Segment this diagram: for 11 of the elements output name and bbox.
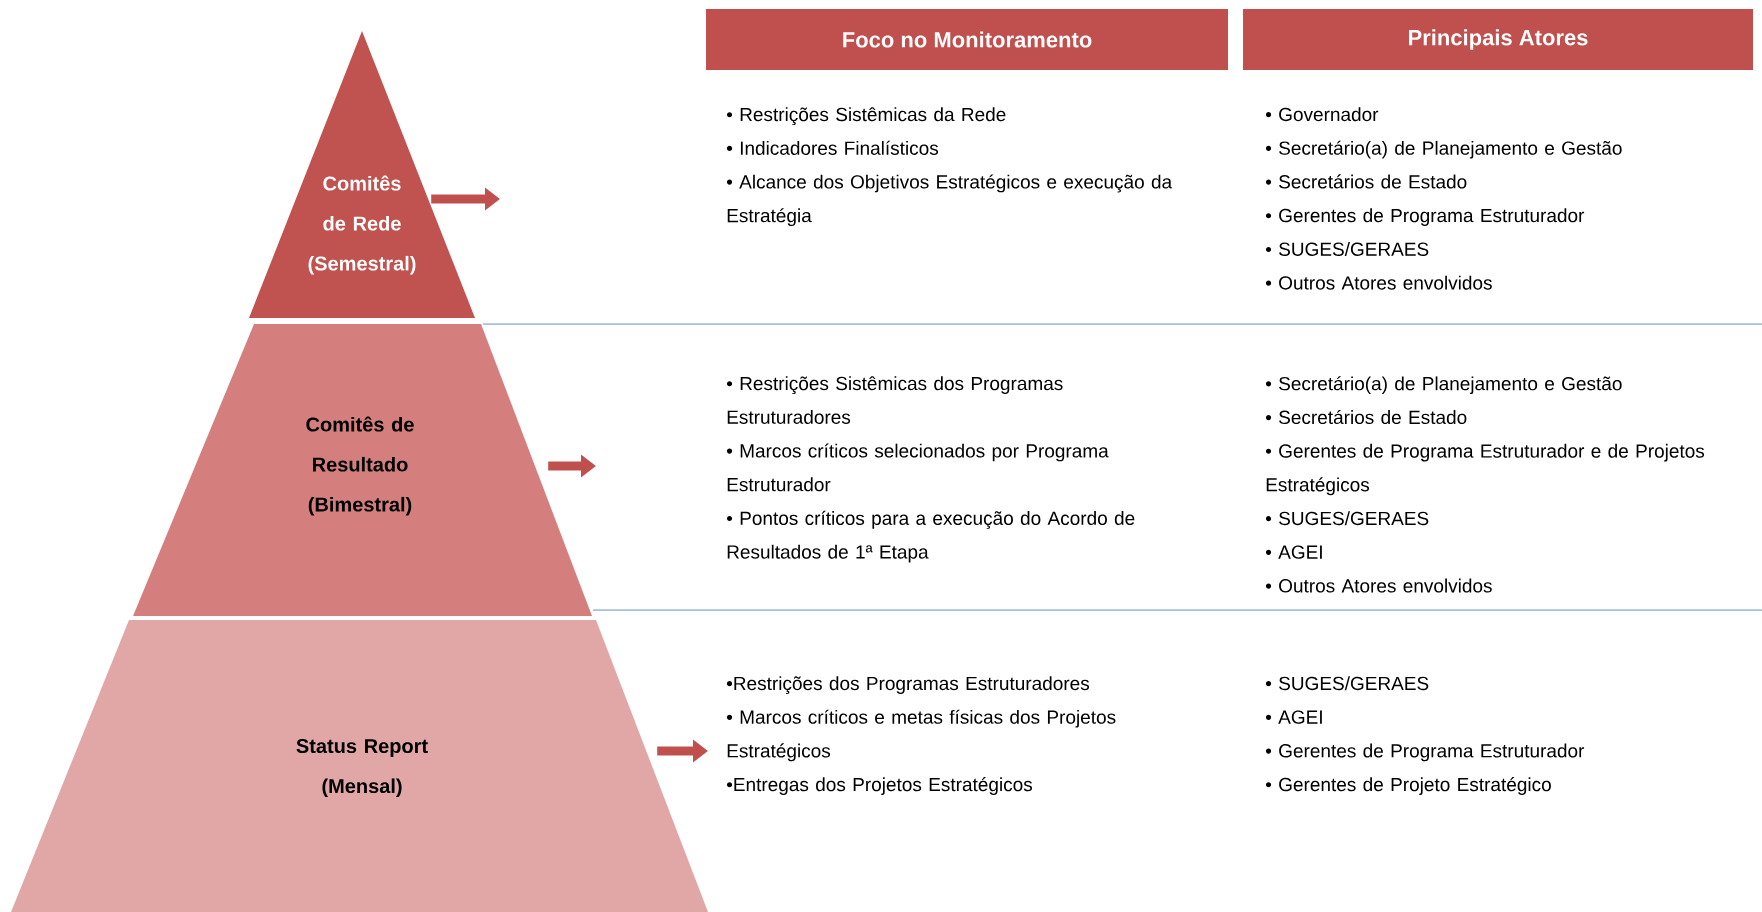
bullet-list: •Restrições dos Programas Estruturadores • Marcos críticos e metas físicas dos Projetos Estratégicos •Entregas dos Projetos Estratégicos <box>726 676 1116 795</box>
pyramid-tier: Status Report (Mensal) <box>11 620 708 912</box>
pyramid-tier: Comitês de Rede (Semestral) <box>249 31 475 318</box>
column-header: Foco no Monitoramento <box>706 9 1228 70</box>
pyramid-tier: Comitês de Resultado (Bimestral) <box>133 324 592 616</box>
bullet-list: • SUGES/GERAES • AGEI • Gerentes de Programa Estruturador • Gerentes de Projeto Estratégico <box>1265 676 1585 795</box>
bullet-list: • Governador • Secretário(a) de Planejamento e Gestão • Secretários de Estado • Gerentes de Programa Estruturador • SUGES/GERAES • Outros Atores envolvidos <box>1265 107 1622 290</box>
bullet-list: • Secretário(a) de Planejamento e Gestão • Secretários de Estado • Gerentes de Programa Estruturador e de Projetos Estratégicos • SUGES/GERAES • AGEI • Outros Atores envolvidos <box>1265 376 1705 593</box>
bullet-list: • Restrições Sistêmicas da Rede • Indicadores Finalísticos • Alcance dos Objetivos Estratégicos e execução da Estratégia <box>726 107 1173 227</box>
bullet-list: • Restrições Sistêmicas dos Programas Estruturadores • Marcos críticos selecionados por Programa Estruturador • Pontos críticos para a execução do Acordo de Resultados de 1ª Etapa <box>726 376 1135 563</box>
column-header: Principais Atores <box>1243 9 1753 70</box>
